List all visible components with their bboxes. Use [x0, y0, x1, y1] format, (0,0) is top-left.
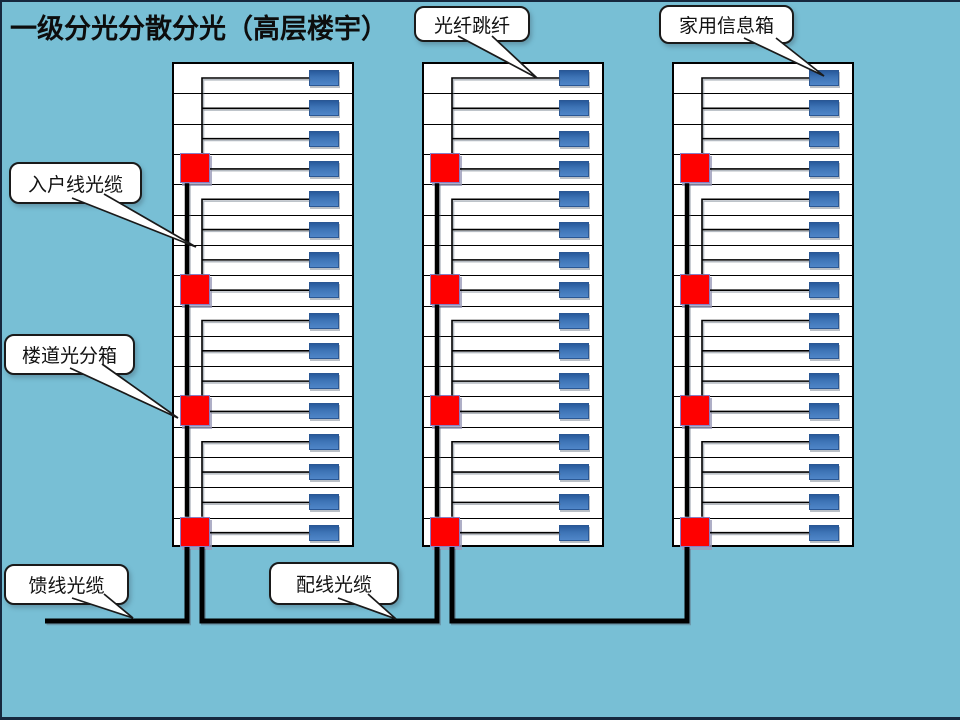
- floor-row: [674, 488, 852, 519]
- home-info-box: [809, 373, 839, 390]
- floor-row: [424, 155, 602, 186]
- home-info-box: [309, 130, 339, 147]
- home-info-box: [559, 403, 589, 420]
- floor-row: [674, 367, 852, 398]
- corridor-splitter-box: [430, 516, 460, 547]
- home-info-box: [559, 312, 589, 329]
- floor-row: [174, 488, 352, 519]
- corridor-splitter-box: [180, 516, 210, 547]
- floor-row: [424, 397, 602, 428]
- home-info-box: [559, 251, 589, 268]
- corridor-splitter-box: [680, 274, 710, 305]
- home-info-box: [809, 494, 839, 511]
- floor-row: [674, 276, 852, 307]
- home-info-box: [809, 433, 839, 450]
- home-info-box: [309, 403, 339, 420]
- floor-row: [424, 246, 602, 277]
- home-info-box: [309, 221, 339, 238]
- home-info-box: [309, 251, 339, 268]
- home-info-box: [309, 312, 339, 329]
- callout-home-info-box: 家用信息箱: [659, 5, 794, 44]
- callout-fiber-jumper: 光纤跳纤: [414, 6, 530, 42]
- floor-row: [424, 276, 602, 307]
- corridor-splitter-box: [430, 152, 460, 184]
- floor-row: [174, 155, 352, 186]
- corridor-splitter-box: [180, 274, 210, 305]
- callout-feeder-cable: 馈线光缆: [4, 564, 129, 605]
- floor-row: [424, 367, 602, 398]
- callout-drop-cable: 入户线光缆: [9, 162, 142, 204]
- home-info-box: [809, 191, 839, 208]
- home-info-box: [809, 100, 839, 117]
- home-info-box: [309, 100, 339, 117]
- callout-corridor-splitter-box: 楼道光分箱: [4, 334, 135, 375]
- home-info-box: [809, 251, 839, 268]
- home-info-box: [809, 464, 839, 481]
- home-info-box: [309, 494, 339, 511]
- home-info-box: [309, 191, 339, 208]
- home-info-box: [559, 524, 589, 541]
- floor-row: [674, 397, 852, 428]
- home-info-box: [809, 70, 839, 86]
- home-info-box: [559, 464, 589, 481]
- home-info-box: [809, 221, 839, 238]
- home-info-box: [309, 433, 339, 450]
- home-info-box: [809, 403, 839, 420]
- floor-row: [424, 488, 602, 519]
- home-info-box: [559, 373, 589, 390]
- home-info-box: [809, 312, 839, 329]
- corridor-splitter-box: [430, 395, 460, 426]
- floor-row: [674, 155, 852, 186]
- home-info-box: [559, 221, 589, 238]
- home-info-box: [559, 191, 589, 208]
- home-info-box: [559, 282, 589, 299]
- floor-row: [674, 125, 852, 155]
- home-info-box: [309, 373, 339, 390]
- callout-distribution-cable: 配线光缆: [269, 562, 399, 605]
- corridor-splitter-box: [680, 152, 710, 184]
- home-info-box: [309, 70, 339, 86]
- home-info-box: [559, 494, 589, 511]
- home-info-box: [559, 100, 589, 117]
- floor-row: [674, 246, 852, 277]
- floor-row: [174, 246, 352, 277]
- home-info-box: [559, 70, 589, 86]
- page-title: 一级分光分散分光（高层楼宇）: [10, 14, 388, 45]
- floor-row: [174, 367, 352, 398]
- home-info-box: [809, 130, 839, 147]
- home-info-box: [809, 524, 839, 541]
- home-info-box: [809, 160, 839, 177]
- home-info-box: [559, 160, 589, 177]
- corridor-splitter-box: [180, 395, 210, 426]
- home-info-box: [559, 342, 589, 359]
- home-info-box: [309, 524, 339, 541]
- floor-row: [174, 397, 352, 428]
- home-info-box: [559, 130, 589, 147]
- home-info-box: [809, 342, 839, 359]
- corridor-splitter-box: [180, 152, 210, 184]
- home-info-box: [309, 282, 339, 299]
- home-info-box: [309, 160, 339, 177]
- home-info-box: [309, 342, 339, 359]
- corridor-splitter-box: [430, 274, 460, 305]
- floor-row: [174, 125, 352, 155]
- corridor-splitter-box: [680, 516, 710, 547]
- floor-row: [174, 276, 352, 307]
- home-info-box: [309, 464, 339, 481]
- home-info-box: [559, 433, 589, 450]
- floor-row: [424, 125, 602, 155]
- home-info-box: [809, 282, 839, 299]
- corridor-splitter-box: [680, 395, 710, 426]
